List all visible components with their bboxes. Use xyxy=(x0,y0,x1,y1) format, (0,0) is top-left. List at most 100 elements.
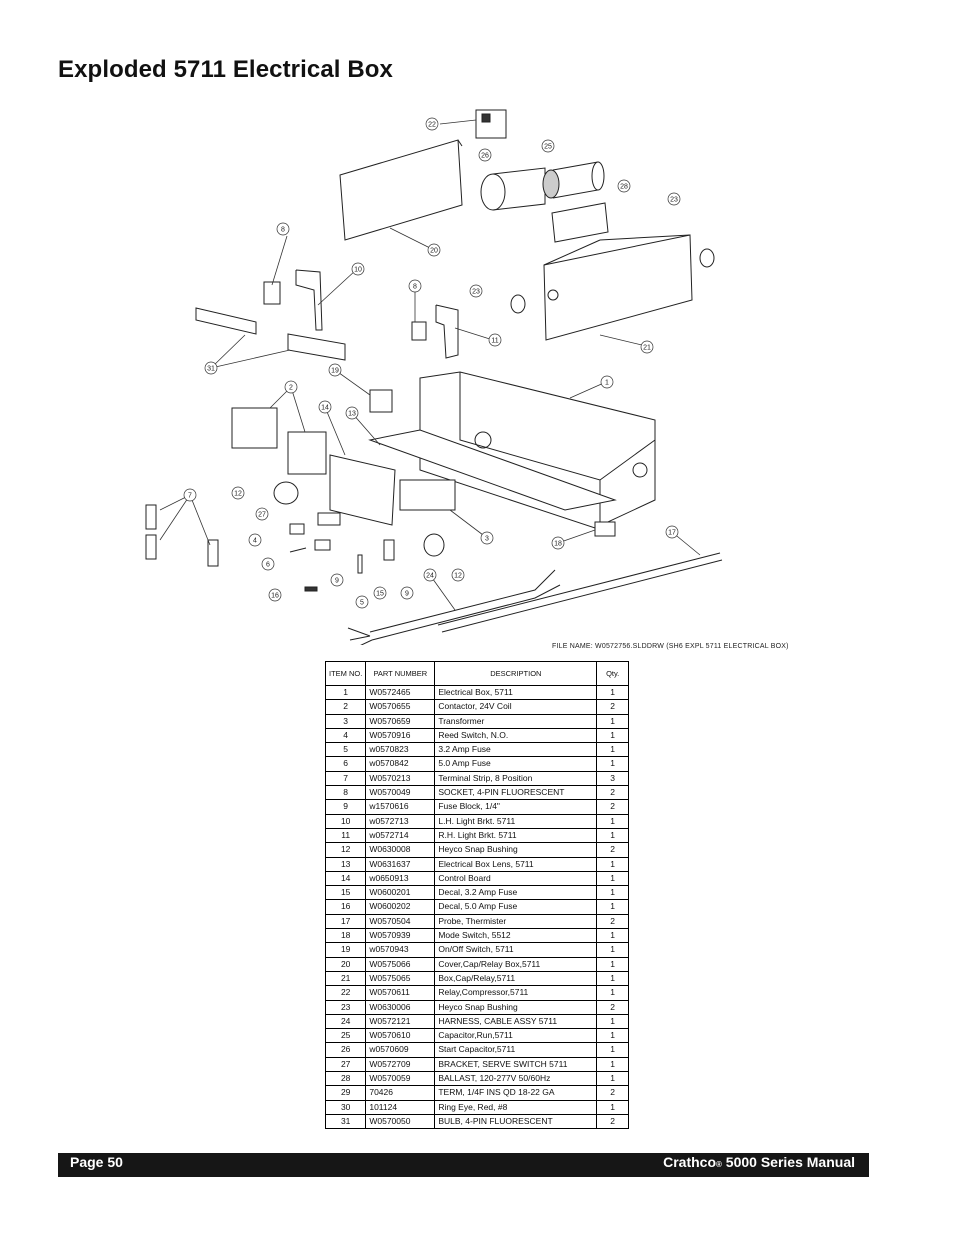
balloon-label: 8 xyxy=(281,227,285,234)
balloon-label: 16 xyxy=(271,593,279,600)
lh-light-bracket xyxy=(295,269,323,331)
row-part-number: W0570916 xyxy=(365,727,436,744)
row-description: Relay,Compressor,5711 xyxy=(434,985,598,1001)
row-item-no: 13 xyxy=(324,856,367,872)
balloon-label: 25 xyxy=(544,144,552,151)
row-qty: 1 xyxy=(596,956,629,972)
file-name-note: FILE NAME: W0572756.SLDDRW (SH6 EXPL 571… xyxy=(552,643,789,650)
row-qty: 1 xyxy=(596,756,629,772)
row-qty: 1 xyxy=(596,684,629,701)
row-qty: 2 xyxy=(596,799,629,815)
balloon-label: 21 xyxy=(643,345,651,352)
row-part-number: W0600201 xyxy=(365,885,436,901)
control-board xyxy=(329,454,396,526)
row-description: BULB, 4-PIN FLUORESCENT xyxy=(434,1113,598,1130)
row-qty: 1 xyxy=(596,985,629,1001)
row-qty: 1 xyxy=(596,928,629,944)
row-qty: 1 xyxy=(596,827,629,844)
row-description: L.H. Light Brkt. 5711 xyxy=(434,813,598,829)
row-item-no: 11 xyxy=(324,827,367,844)
row-item-no: 3 xyxy=(324,713,367,729)
balloon-label: 4 xyxy=(253,538,257,545)
row-description: Capacitor,Run,5711 xyxy=(434,1028,598,1044)
row-description: 5.0 Amp Fuse xyxy=(434,756,598,772)
row-qty: 1 xyxy=(596,1099,629,1115)
cap-relay-box xyxy=(543,234,693,341)
socket-right xyxy=(411,321,427,341)
row-item-no: 18 xyxy=(324,928,367,944)
row-item-no: 26 xyxy=(324,1042,367,1058)
page-title: Exploded 5711 Electrical Box xyxy=(58,56,393,83)
row-qty: 1 xyxy=(596,885,629,901)
row-part-number: W0572709 xyxy=(365,1056,436,1073)
row-part-number: w0572714 xyxy=(365,827,436,844)
snap-bushing-b xyxy=(423,533,445,557)
row-qty: 2 xyxy=(596,913,629,930)
row-part-number: w0570842 xyxy=(365,756,436,772)
row-qty: 2 xyxy=(596,699,629,715)
row-qty: 1 xyxy=(596,713,629,729)
fuse-3a xyxy=(357,554,363,574)
thermister-probe-b xyxy=(441,559,723,633)
row-part-number: W0570655 xyxy=(365,699,436,715)
row-item-no: 5 xyxy=(324,742,367,758)
row-qty: 1 xyxy=(596,1013,629,1030)
row-qty: 3 xyxy=(596,770,629,787)
row-item-no: 23 xyxy=(324,999,367,1015)
row-description: Mode Switch, 5512 xyxy=(434,928,598,944)
row-part-number: W0570213 xyxy=(365,770,436,787)
snap-bushing-a xyxy=(273,481,299,505)
fuse-5a xyxy=(289,547,307,553)
row-part-number: W0575066 xyxy=(365,956,436,972)
row-qty: 2 xyxy=(596,999,629,1015)
row-item-no: 20 xyxy=(324,956,367,972)
row-part-number: W0575065 xyxy=(365,970,436,987)
row-item-no: 7 xyxy=(324,770,367,787)
balloon-label: 31 xyxy=(207,366,215,373)
row-part-number: w0570823 xyxy=(365,742,436,758)
terminal-strip-c xyxy=(207,539,219,567)
manual-title: Crathco® 5000 Series Manual xyxy=(663,1154,855,1170)
balloon-label: 10 xyxy=(354,267,362,274)
bulb-upper xyxy=(195,307,257,335)
row-item-no: 15 xyxy=(324,885,367,901)
row-item-no: 22 xyxy=(324,985,367,1001)
row-description: R.H. Light Brkt. 5711 xyxy=(434,827,598,844)
snap-bushing-right xyxy=(699,248,715,268)
row-item-no: 4 xyxy=(324,727,367,744)
row-qty: 1 xyxy=(596,856,629,872)
balloon-label: 2 xyxy=(289,385,293,392)
header-qty: Qty. xyxy=(596,661,629,686)
terminal-strip-b xyxy=(145,534,157,560)
balloon-label: 20 xyxy=(430,248,438,255)
balloon-label: 12 xyxy=(234,491,242,498)
balloon-label: 17 xyxy=(668,530,676,537)
table-header-row: ITEM NO. PART NUMBER DESCRIPTION Qty. xyxy=(324,661,629,686)
header-description: DESCRIPTION xyxy=(434,661,598,686)
row-description: Transformer xyxy=(434,713,598,729)
row-qty: 2 xyxy=(596,1085,629,1101)
balloon-label: 14 xyxy=(321,405,329,412)
row-part-number: w0570609 xyxy=(365,1042,436,1058)
balloon-label: 9 xyxy=(405,591,409,598)
row-qty: 1 xyxy=(596,970,629,987)
row-qty: 1 xyxy=(596,1071,629,1087)
row-description: Heyco Snap Bushing xyxy=(434,999,598,1015)
relay xyxy=(475,109,507,139)
